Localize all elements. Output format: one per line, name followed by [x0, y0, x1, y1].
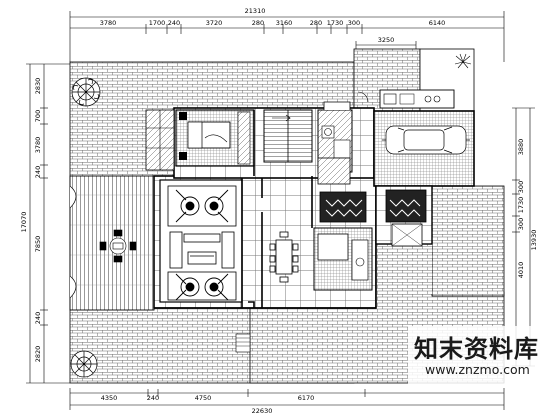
tree-icon: [70, 350, 98, 378]
step-area: [235, 333, 251, 353]
family-room: [313, 227, 373, 291]
dim-top-1: 3780: [100, 19, 117, 27]
dim-right-5: 4010: [517, 262, 525, 279]
dim-top-6: 3160: [276, 19, 293, 27]
dim-left-total: 17070: [20, 212, 28, 233]
dim-top-5: 280: [252, 19, 264, 27]
dimension-labels: 21310 3780 1700 240 3720 280 3160 280 17…: [20, 7, 538, 415]
dim-bottom-2: 240: [147, 394, 159, 402]
dim-right-3: 1730: [517, 197, 525, 214]
sofa-set-icon: [169, 231, 235, 269]
entrance-porch: [391, 223, 423, 247]
dim-upper-sub: 3250: [378, 36, 395, 44]
staircase: [263, 109, 313, 163]
dim-right-total: 13930: [530, 230, 538, 251]
dim-top-2: 1700: [149, 19, 166, 27]
watermark-backdrop: [408, 326, 552, 386]
outdoor-dining-set-icon: [99, 229, 137, 263]
dining-table-icon: [269, 231, 299, 283]
dim-right-1: 3880: [517, 139, 525, 156]
dim-top-8: 1730: [327, 19, 344, 27]
dim-left-6: 240: [34, 312, 42, 324]
dim-left-3: 3780: [34, 137, 42, 154]
dim-top-total: 21310: [245, 7, 266, 15]
tree-icon: [71, 77, 101, 107]
dim-bottom-1: 4350: [101, 394, 118, 402]
car-icon: [382, 125, 470, 155]
dim-left-4: 240: [34, 166, 42, 178]
dim-top-4: 3720: [206, 19, 223, 27]
dim-left-2: 700: [34, 110, 42, 122]
dim-left-5: 7850: [34, 236, 42, 253]
bedroom: [175, 109, 255, 167]
dim-top-7: 280: [310, 19, 322, 27]
palm-plant-icon: [454, 53, 472, 69]
interior-walls: [154, 110, 376, 309]
dim-top-9: 300: [348, 19, 360, 27]
dimension-lines: [26, 11, 535, 410]
fine-tile-patio: [145, 109, 175, 171]
dim-top-3: 240: [168, 19, 180, 27]
decorative-screen-panels: [317, 157, 427, 223]
dim-right-4: 300: [517, 218, 525, 230]
dim-bottom-total: 22630: [252, 407, 273, 415]
dim-top-10: 6140: [429, 19, 446, 27]
dim-left-1: 2830: [34, 78, 42, 95]
dim-bottom-3: 4750: [195, 394, 212, 402]
dim-left-7: 2820: [34, 346, 42, 363]
dim-right-2: 300: [517, 181, 525, 193]
dim-bottom-4: 6170: [298, 394, 315, 402]
watermark-title: 知末资料库: [414, 335, 539, 363]
ornate-rug-pattern: [175, 189, 229, 301]
watermark-url: www.znzmo.com: [425, 362, 530, 377]
kitchen-counter: [357, 89, 455, 109]
